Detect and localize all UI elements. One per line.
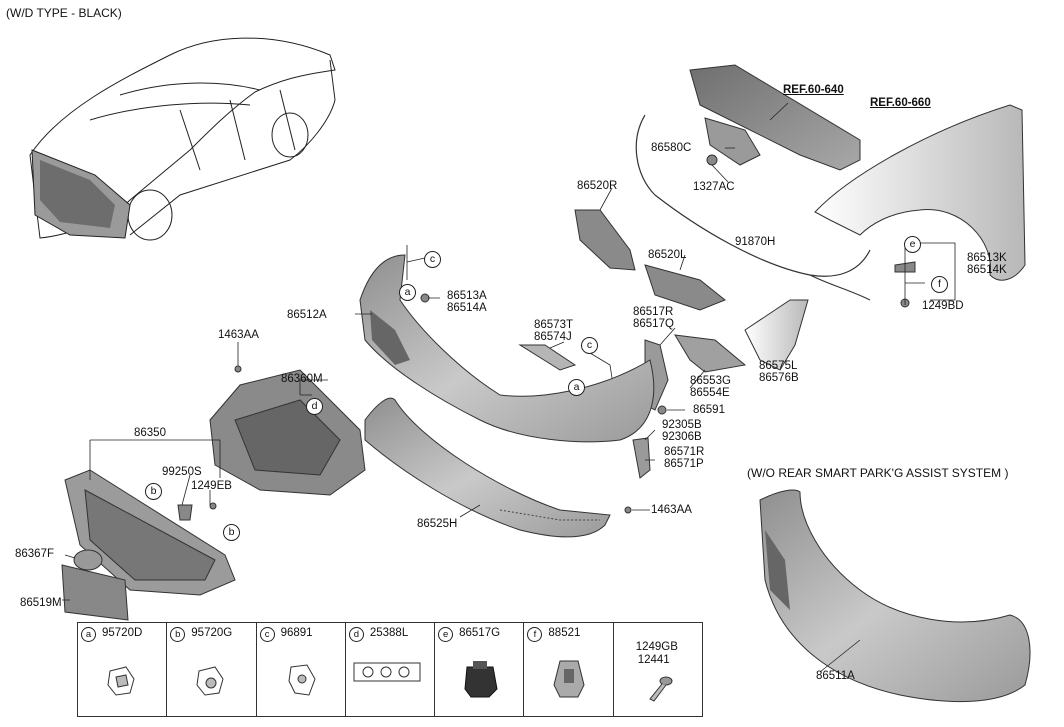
legend-cell-e[interactable]: e 86517G <box>435 623 525 716</box>
part-label[interactable]: 86571R <box>664 446 705 458</box>
callout-d[interactable]: d <box>306 398 323 415</box>
part-label[interactable]: 86511A <box>816 670 855 682</box>
legend-part: 25388L <box>369 627 409 639</box>
part-label[interactable]: 1463AA <box>651 504 692 516</box>
clip-icon <box>107 666 135 696</box>
retainer-icon <box>464 661 498 698</box>
legend-letter: b <box>170 627 186 642</box>
legend-letter: d <box>348 627 364 642</box>
screw-icon <box>648 676 673 702</box>
label-sticker-icon <box>353 662 421 682</box>
callout-c[interactable]: c <box>581 337 598 354</box>
radiator-grille <box>61 469 236 621</box>
callout-b[interactable]: b <box>145 483 162 500</box>
lower-lip <box>364 397 611 538</box>
part-label[interactable]: 1249EB <box>191 480 232 492</box>
part-label[interactable]: 86367F <box>15 548 55 560</box>
grommet-icon <box>553 660 585 698</box>
part-label[interactable]: 86517R <box>633 306 674 318</box>
inset-note: (W/O REAR SMART PARK'G ASSIST SYSTEM ) <box>747 466 1009 480</box>
grille-upper-frame <box>209 369 366 496</box>
fastener-legend: a 95720D b 95720G c 96891 d 25388L e 865… <box>77 622 703 717</box>
part-label[interactable]: 86514A <box>447 302 487 314</box>
callout-a[interactable]: a <box>399 284 416 301</box>
part-label[interactable]: 99250S <box>162 466 202 478</box>
inset-bumper <box>759 489 1031 703</box>
part-label[interactable]: 86350 <box>134 427 166 439</box>
side-brackets <box>518 209 809 479</box>
legend-part: 86517G <box>459 627 501 639</box>
part-label[interactable]: 86553G <box>690 375 731 387</box>
reference-60-660[interactable]: REF.60-660 <box>870 97 931 109</box>
part-label[interactable]: 86571P <box>664 458 704 470</box>
leader-lines <box>62 102 956 673</box>
fender <box>814 104 1026 281</box>
part-label[interactable]: 86519M <box>20 597 62 609</box>
part-label[interactable]: 86514K <box>967 264 1007 276</box>
callout-b[interactable]: b <box>223 524 240 541</box>
part-label[interactable]: 86520R <box>577 180 618 192</box>
callout-e[interactable]: e <box>904 236 921 253</box>
part-label[interactable]: 86512A <box>287 309 327 321</box>
part-label[interactable]: 86513K <box>967 252 1007 264</box>
legend-part: 1249GB <box>635 641 678 653</box>
variant-note: (W/D TYPE - BLACK) <box>6 6 122 20</box>
part-label[interactable]: 86517Q <box>633 318 674 330</box>
clip-icon <box>288 664 316 696</box>
legend-part: 95720D <box>102 627 143 639</box>
part-label[interactable]: 86580C <box>651 142 692 154</box>
part-label[interactable]: 86513A <box>447 290 487 302</box>
part-label[interactable]: 86360M <box>281 373 323 385</box>
legend-part: 95720G <box>191 627 233 639</box>
callout-c[interactable]: c <box>424 251 441 268</box>
legend-part: 12441 <box>637 654 670 666</box>
reference-60-640[interactable]: REF.60-640 <box>783 84 844 96</box>
part-label[interactable]: 86574J <box>534 331 572 343</box>
legend-letter: f <box>527 627 543 642</box>
part-label[interactable]: 1327AC <box>693 181 735 193</box>
part-label[interactable]: 86525H <box>417 518 458 530</box>
legend-cell-d[interactable]: d 25388L <box>346 623 436 716</box>
legend-part: 96891 <box>280 627 313 639</box>
part-label[interactable]: 86575L <box>759 360 798 372</box>
callout-f[interactable]: f <box>931 276 948 293</box>
wiring-harness <box>635 114 871 301</box>
legend-cell-a[interactable]: a 95720D <box>78 623 168 716</box>
part-label[interactable]: 92306B <box>662 431 702 443</box>
part-label[interactable]: 91870H <box>735 236 776 248</box>
callout-a[interactable]: a <box>568 379 585 396</box>
legend-cell-c[interactable]: c 96891 <box>257 623 346 716</box>
part-label[interactable]: 86520L <box>648 249 687 261</box>
legend-letter: a <box>81 627 96 642</box>
part-label[interactable]: 86591 <box>693 404 725 416</box>
legend-cell-screw[interactable]: 1249GB 12441 <box>614 623 702 716</box>
part-label[interactable]: 86576B <box>759 372 799 384</box>
legend-letter: c <box>259 627 275 642</box>
vehicle-front-shade <box>31 149 131 239</box>
legend-cell-b[interactable]: b 95720G <box>167 623 257 716</box>
impact-beam <box>689 64 861 171</box>
part-label[interactable]: 86554E <box>690 387 730 399</box>
part-label[interactable]: 1463AA <box>218 329 259 341</box>
part-label[interactable]: 1249BD <box>922 300 964 312</box>
part-label[interactable]: 92305B <box>662 419 702 431</box>
legend-letter: e <box>438 627 454 642</box>
legend-part: 88521 <box>548 627 581 639</box>
clip-icon <box>196 666 224 696</box>
part-label[interactable]: 86573T <box>534 319 574 331</box>
legend-cell-f[interactable]: f 88521 <box>524 623 614 716</box>
